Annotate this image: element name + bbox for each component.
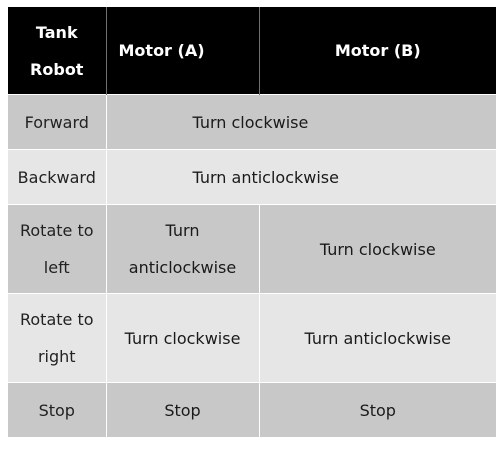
table-row: Rotate to right Turn clockwise Turn anti… <box>8 293 496 383</box>
header-motor-a: Motor (A) <box>105 7 259 95</box>
row-label-backward: Backward <box>8 149 106 205</box>
header-tank-robot: Tank Robot <box>8 7 106 95</box>
cell-rotate-right-motor-a: Turn clockwise <box>105 293 259 383</box>
cell-backward-both-motors: Turn anticlockwise <box>105 149 496 205</box>
row-label-rotate-right: Rotate to right <box>8 293 106 383</box>
table-row: Backward Turn anticlockwise <box>8 149 496 205</box>
row-label-rotate-left: Rotate to left <box>8 204 106 294</box>
cell-rotate-left-motor-a: Turn anticlockwise <box>105 204 259 294</box>
row-label-forward: Forward <box>8 94 106 150</box>
table-row: Rotate to left Turn anticlockwise Turn c… <box>8 204 496 294</box>
motor-direction-table: Tank Robot Motor (A) Motor (B) Forward T… <box>8 7 496 437</box>
row-label-stop: Stop <box>8 382 106 437</box>
cell-rotate-right-motor-b: Turn anticlockwise <box>258 293 496 383</box>
cell-forward-both-motors: Turn clockwise <box>105 94 496 150</box>
cell-rotate-left-motor-b: Turn clockwise <box>258 204 496 294</box>
cell-stop-motor-a: Stop <box>105 382 259 437</box>
table-row: Forward Turn clockwise <box>8 94 496 150</box>
cell-stop-motor-b: Stop <box>258 382 496 437</box>
table-header-row: Tank Robot Motor (A) Motor (B) <box>8 7 496 95</box>
header-motor-b: Motor (B) <box>258 7 496 95</box>
table-row: Stop Stop Stop <box>8 382 496 437</box>
